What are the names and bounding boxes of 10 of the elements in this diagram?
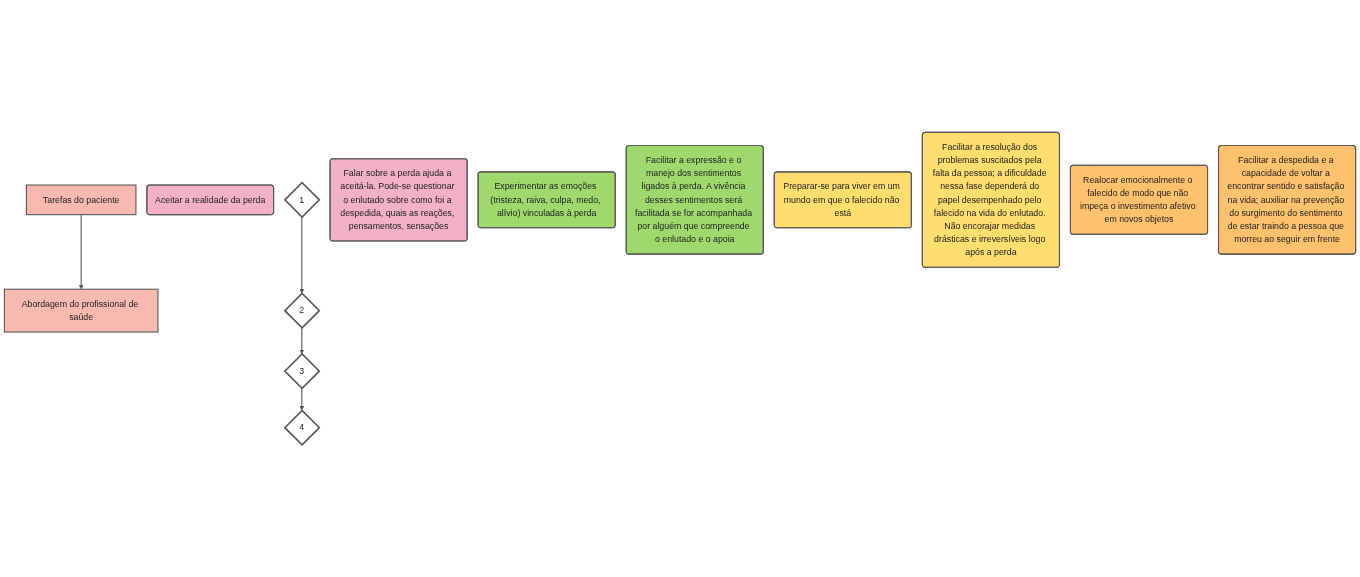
arrow	[299, 216, 305, 294]
node-box: Tarefas do paciente	[25, 184, 137, 216]
arrow	[299, 327, 305, 355]
node-diamond: 1	[283, 181, 321, 219]
node-diamond: 4	[283, 409, 321, 446]
node-diamond: 3	[283, 352, 321, 390]
arrow	[78, 213, 84, 290]
node-box: Abordagem do profissional de saúde	[3, 288, 159, 333]
arrow	[299, 387, 305, 411]
node-diamond: 2	[283, 292, 321, 329]
